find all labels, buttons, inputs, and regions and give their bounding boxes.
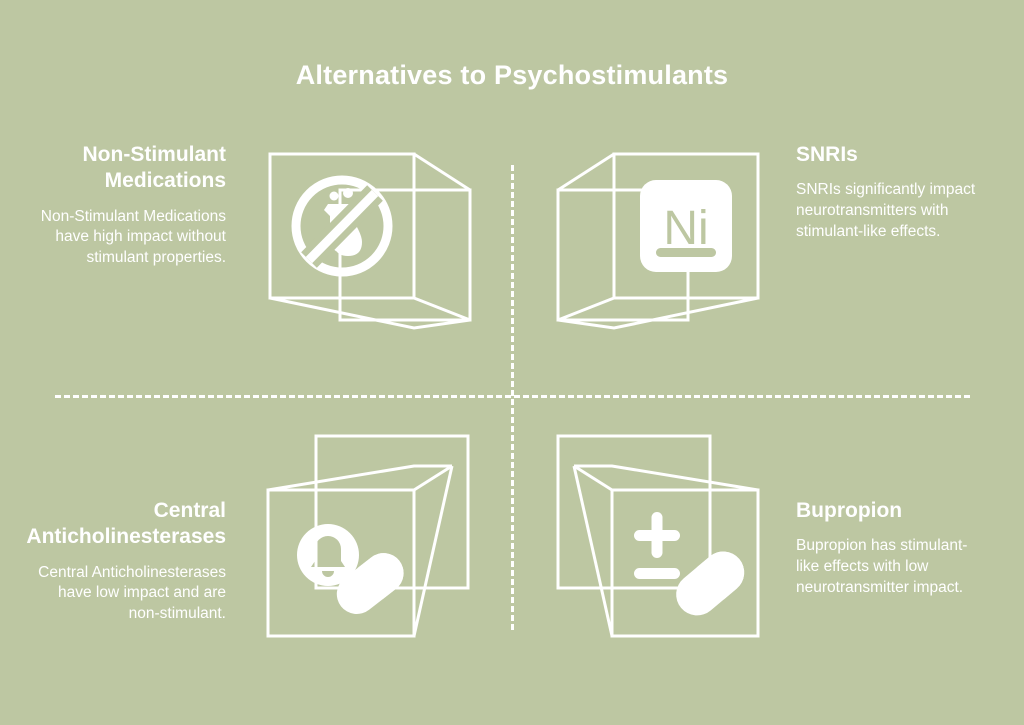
- illustration-non-stimulant-medications: [262, 148, 492, 368]
- quadrant-heading: Bupropion: [796, 499, 903, 522]
- quadrant-body: SNRIs significantly impact neurotransmit…: [796, 181, 976, 241]
- quadrant-heading: Non-Stimulant Medications: [82, 143, 226, 193]
- quadrant-text-non-stimulant-medications: Non-Stimulant Medications Non-Stimulant …: [36, 142, 226, 269]
- no-pill-icon: [291, 175, 393, 277]
- box-edge-top-fold: [267, 464, 452, 492]
- vertical-divider: [511, 165, 514, 630]
- illustration-central-anticholinesterases: [258, 432, 498, 647]
- plus-minus-capsule-icon: [634, 512, 745, 616]
- quadrant-heading: SNRIs: [796, 143, 858, 166]
- box-edge-top-right: [413, 464, 453, 492]
- box-edge-bottom-fold: [269, 296, 471, 330]
- box-edge-right-slant: [412, 465, 454, 637]
- quadrant-text-bupropion: Bupropion Bupropion has stimulant-like e…: [796, 498, 986, 599]
- illustration-snris: Ni: [552, 148, 782, 368]
- page-title: Alternatives to Psychostimulants: [295, 60, 729, 90]
- box-edge-left-slant: [572, 465, 614, 637]
- box-edge-bottom-fold: [557, 296, 759, 330]
- box-back-panel: [556, 434, 712, 590]
- element-tile-label: Ni: [663, 202, 708, 255]
- illustration-bupropion: [548, 432, 788, 647]
- box-edge-bottom-right: [413, 296, 471, 322]
- box-edge-top-left: [557, 152, 615, 192]
- bell-and-capsule-icon: [297, 524, 404, 615]
- box-edge-top-left: [573, 464, 613, 492]
- box-back-panel: [338, 188, 472, 322]
- quadrant-body: Bupropion has stimulant-like effects wit…: [796, 537, 968, 597]
- quadrant-heading: Central Anticholinesterases: [26, 499, 226, 549]
- quadrant-body: Non-Stimulant Medications have high impa…: [40, 207, 226, 267]
- box-edge-top-right: [413, 152, 471, 192]
- quadrant-body: Central Anticholinesterases have low imp…: [38, 563, 226, 623]
- element-tile-underline: [656, 248, 716, 257]
- element-tile-ni-icon: Ni: [640, 180, 732, 272]
- box-edge-top-fold: [574, 464, 759, 492]
- box-edge-bottom-left: [557, 296, 615, 322]
- quadrant-text-snris: SNRIs SNRIs significantly impact neurotr…: [796, 142, 986, 243]
- quadrant-text-central-anticholinesterases: Central Anticholinesterases Central Anti…: [26, 498, 226, 625]
